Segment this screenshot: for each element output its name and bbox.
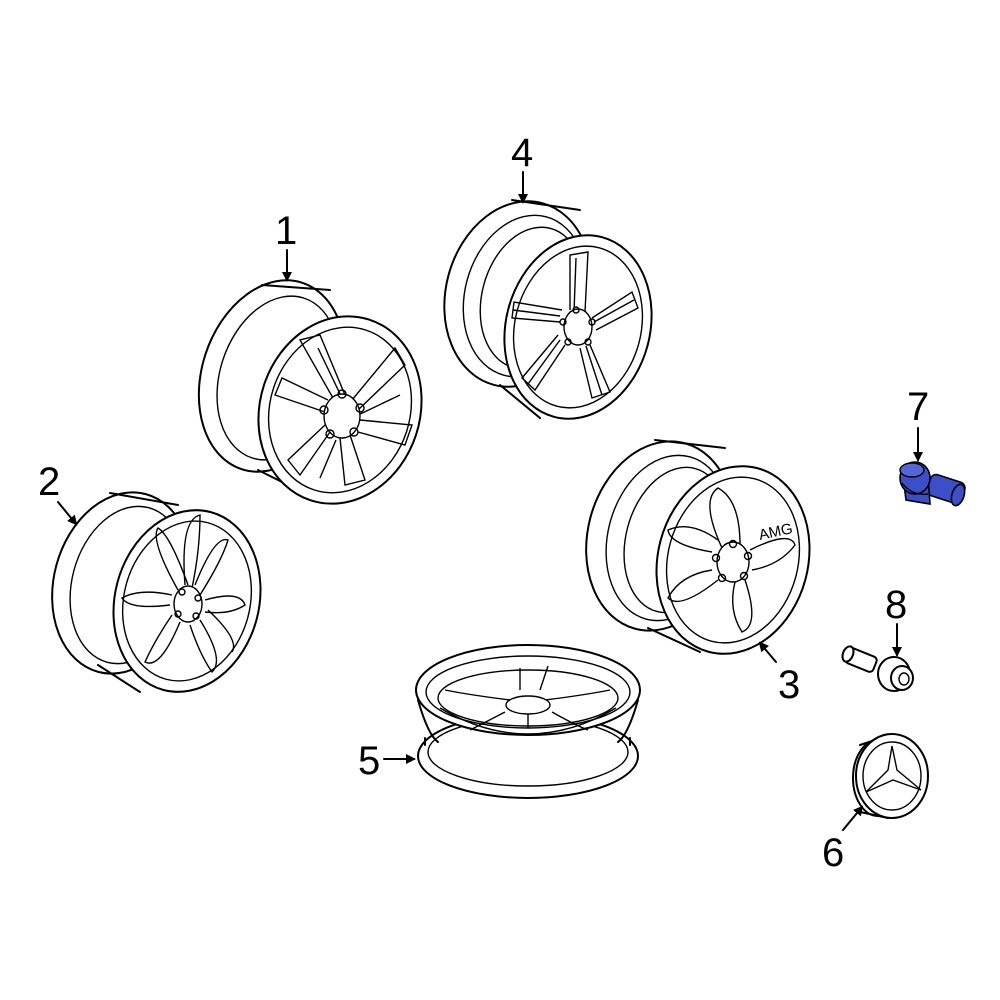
callout-label-1: 1 (275, 209, 297, 253)
callout-3: 3 (758, 641, 800, 707)
wheel-5[interactable] (415, 644, 641, 799)
callout-2: 2 (38, 460, 78, 526)
wheel-5-hub (505, 695, 551, 715)
callout-label-5: 5 (358, 739, 380, 783)
wheel-5-spokes (444, 665, 611, 731)
callout-label-4: 4 (511, 131, 533, 175)
callout-label-8: 8 (885, 583, 907, 627)
wheel-3-spokes (667, 487, 796, 633)
wheel-1[interactable] (175, 261, 445, 525)
wheel-1-hub (323, 393, 361, 439)
callout-arrow-3 (758, 641, 777, 663)
center-cap-6[interactable] (852, 733, 929, 819)
callout-8: 8 (885, 583, 907, 657)
callout-4: 4 (511, 131, 533, 204)
wheel-1-spokes (274, 334, 413, 486)
callout-label-2: 2 (38, 460, 60, 504)
wheel-4-spokes (511, 251, 639, 399)
callout-1: 1 (275, 209, 297, 282)
wheel-4-hub (563, 308, 593, 346)
callout-label-6: 6 (822, 831, 844, 875)
wheel-4[interactable] (424, 185, 671, 436)
star-emblem-icon (865, 745, 922, 793)
wheel-3[interactable]: AMG (566, 425, 830, 672)
callout-arrow-6 (842, 805, 864, 831)
wheel-2[interactable] (33, 477, 281, 709)
callout-label-3: 3 (778, 663, 800, 707)
wheel-3-emblem: AMG (757, 520, 794, 544)
callout-label-7: 7 (907, 385, 929, 429)
callout-5: 5 (358, 739, 416, 783)
valve-stem-7[interactable] (899, 461, 967, 507)
callout-6: 6 (822, 805, 864, 875)
valve-stem-8[interactable] (840, 645, 914, 692)
callout-arrow-2 (57, 501, 78, 526)
wheel-2-spokes (120, 514, 246, 674)
callout-7: 7 (907, 385, 929, 462)
